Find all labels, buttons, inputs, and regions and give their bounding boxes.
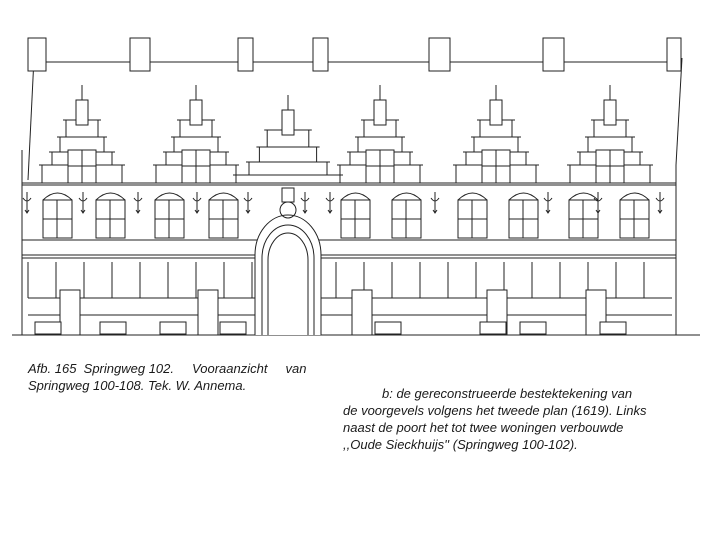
chimney xyxy=(428,37,451,72)
window-pediment xyxy=(457,192,488,201)
chimney xyxy=(312,37,329,72)
wall-anchor-ornament xyxy=(430,192,440,214)
window-pediment xyxy=(154,192,185,201)
cellar-window xyxy=(519,321,547,335)
facade-elevation-drawing xyxy=(12,37,700,336)
window-pediment xyxy=(42,192,73,201)
cellar-window xyxy=(479,321,507,335)
window-pediment xyxy=(391,192,422,201)
door xyxy=(351,289,373,336)
cellar-window xyxy=(159,321,187,335)
gable-pinnacle xyxy=(189,99,203,126)
gable-step xyxy=(235,174,341,184)
wall-anchor-ornament xyxy=(543,192,553,214)
wall-anchor-ornament xyxy=(593,192,603,214)
gable-step xyxy=(248,161,328,176)
wall-anchor-ornament xyxy=(133,192,143,214)
chimney xyxy=(666,37,682,72)
wall-anchor-ornament xyxy=(243,192,253,214)
chimney xyxy=(129,37,151,72)
window-pediment xyxy=(208,192,239,201)
window-pediment xyxy=(340,192,371,201)
cellar-window xyxy=(219,321,247,335)
gable-step xyxy=(258,146,318,163)
wall-anchor-ornament xyxy=(22,192,32,214)
caption-right-line-4: ,,Oude Sieckhuijs'' (Springweg 100-102). xyxy=(343,437,578,452)
wall-anchor-ornament xyxy=(325,192,335,214)
wall-anchor-ornament xyxy=(192,192,202,214)
caption-right-line-1: b: de gereconstrueerde bestektekening va… xyxy=(382,386,633,401)
cellar-window xyxy=(34,321,62,335)
cellar-window xyxy=(374,321,402,335)
gate-opening xyxy=(267,232,309,335)
gate-pedestal xyxy=(281,187,295,203)
wall-anchor-ornament xyxy=(300,192,310,214)
cellar-window xyxy=(99,321,127,335)
window-pediment xyxy=(508,192,539,201)
window-pediment xyxy=(619,192,650,201)
window-pediment xyxy=(95,192,126,201)
gable-pinnacle xyxy=(373,99,387,126)
chimney xyxy=(237,37,254,72)
gable-pinnacle xyxy=(75,99,89,126)
gate-arch-inner xyxy=(261,224,315,335)
door xyxy=(197,289,219,336)
door xyxy=(59,289,81,336)
cellar-window xyxy=(599,321,627,335)
gable-pinnacle xyxy=(603,99,617,126)
chimney xyxy=(542,37,565,72)
roof-left-slope xyxy=(27,57,35,181)
wall-anchor-ornament xyxy=(78,192,88,214)
chimney xyxy=(27,37,47,72)
window-pediment xyxy=(568,192,599,201)
wall-anchor-ornament xyxy=(655,192,665,214)
roof-right-slope xyxy=(675,57,683,166)
gable-pinnacle xyxy=(489,99,503,126)
caption-right-line-2: de voorgevels volgens het tweede plan (1… xyxy=(343,403,647,418)
gable-pinnacle xyxy=(281,109,295,136)
caption-right-line-3: naast de poort het tot twee woningen ver… xyxy=(343,420,624,435)
caption-left-line-2: Springweg 100-108. Tek. W. Annema. xyxy=(28,378,247,393)
caption-left-line-1: Afb. 165 Springweg 102. Vooraanzicht van xyxy=(28,361,307,376)
